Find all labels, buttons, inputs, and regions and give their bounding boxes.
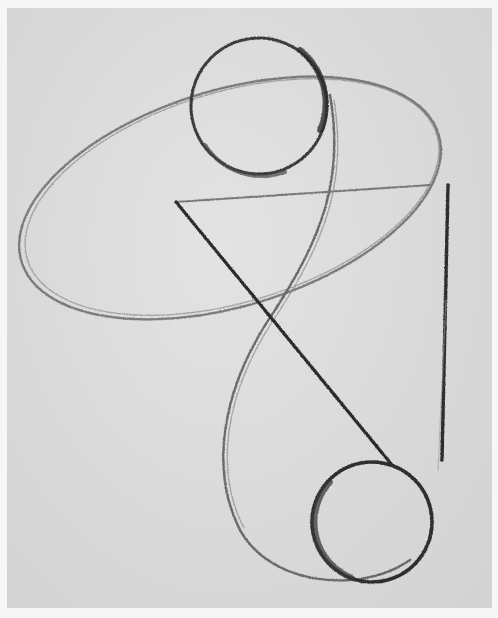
upper-horizontal-line (176, 185, 430, 202)
bottom-circle-shading (314, 482, 352, 578)
top-circle-shading (300, 50, 326, 130)
large-ellipse-retrace (0, 34, 467, 360)
diagonal-line (176, 202, 392, 465)
teardrop-loop-retrace (227, 100, 337, 528)
